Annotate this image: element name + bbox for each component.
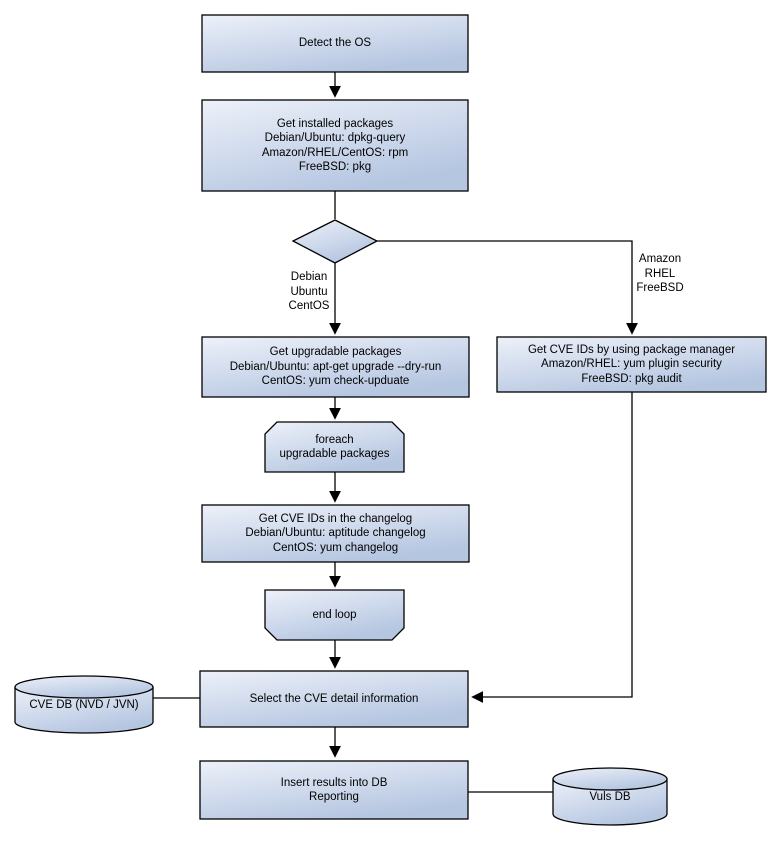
node-get-cve-ids-package-manager-box — [496, 336, 767, 393]
loop-end-shape — [264, 589, 405, 641]
cve-db-cylinder-top — [14, 675, 154, 699]
node-get-cve-ids-changelog-box — [201, 504, 470, 563]
node-get-upgradable-packages-box — [201, 336, 470, 398]
loop-start-foreach-shape — [264, 421, 405, 473]
decision-os-diamond — [291, 219, 379, 264]
node-detect-os-box — [201, 14, 469, 73]
vuls-db-cylinder-top — [552, 767, 668, 791]
cve-db-cylinder-body — [14, 687, 154, 734]
node-insert-results-box — [199, 760, 469, 820]
connector-decision-to-package-manager — [377, 240, 638, 335]
db-vuls-db-cylinder — [552, 767, 668, 826]
connector-package-manager-to-select — [471, 392, 633, 703]
node-get-installed-packages-box — [201, 99, 469, 192]
node-select-cve-detail-box — [199, 670, 469, 728]
vuls-db-cylinder-body — [552, 779, 668, 826]
db-cve-db-cylinder — [14, 675, 154, 734]
